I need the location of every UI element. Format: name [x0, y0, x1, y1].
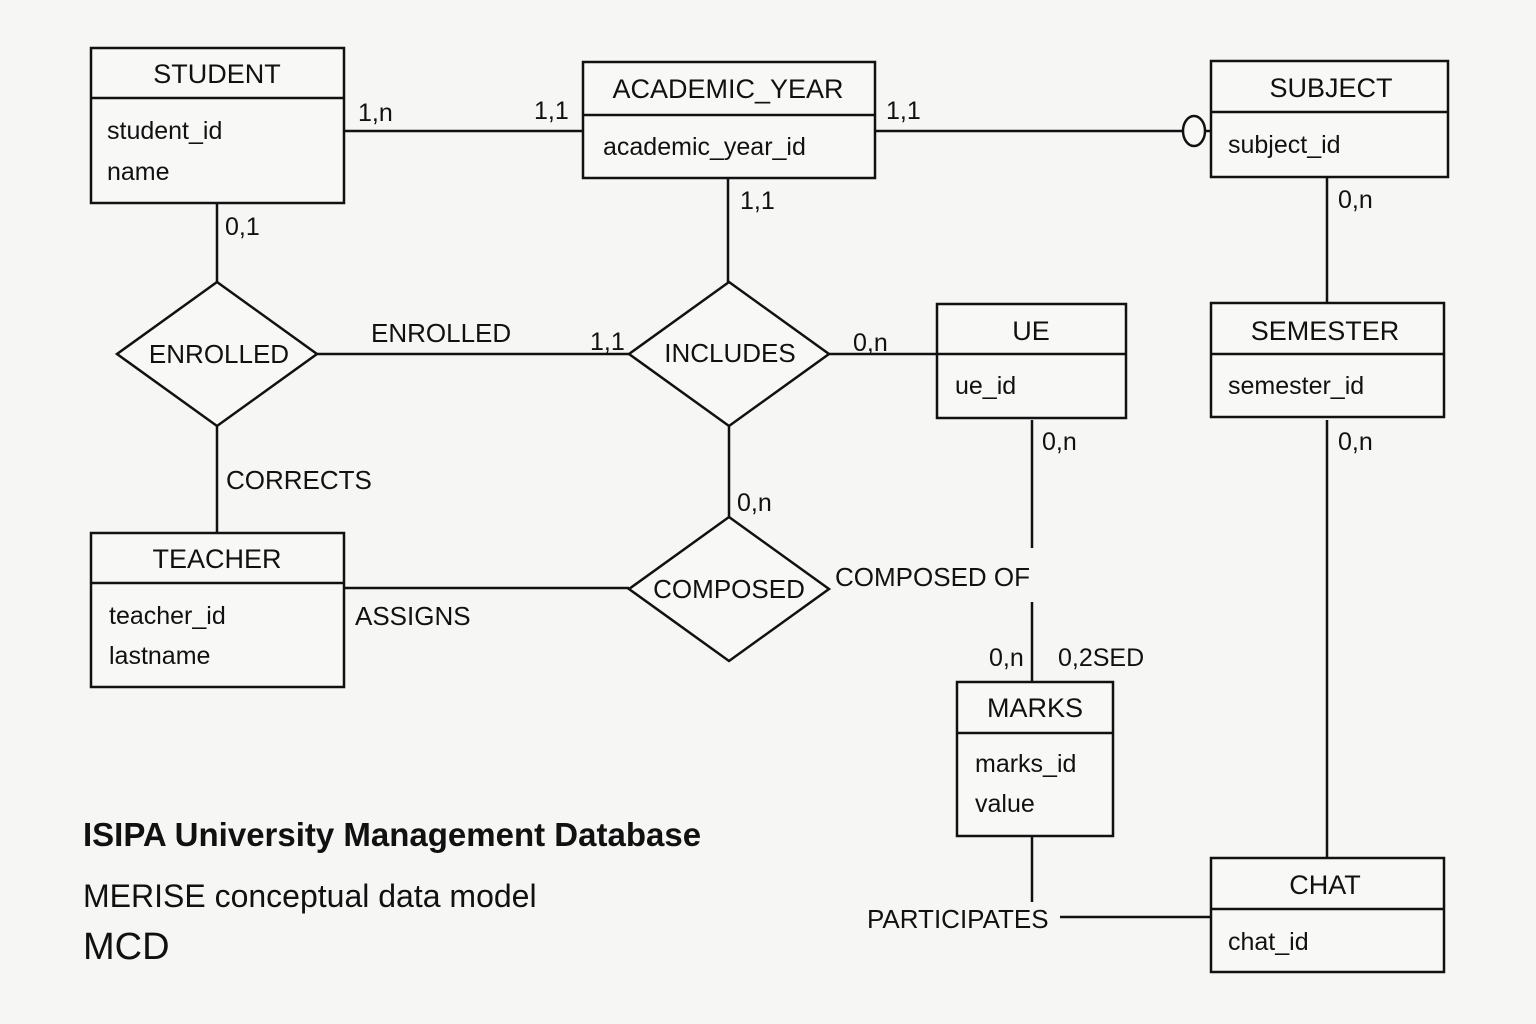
cardinality-label: 0,n [989, 644, 1024, 672]
diagram-caption-title: ISIPA University Management Database [83, 816, 702, 853]
entity-title: ACADEMIC_YEAR [612, 74, 843, 104]
relationship-enrolled: ENROLLED [114, 280, 320, 428]
link-label-corrects: CORRECTS [226, 465, 372, 495]
entity-teacher: TEACHER teacher_id lastname [89, 531, 346, 689]
entity-attribute: semester_id [1228, 372, 1364, 400]
connectors [215, 114, 1329, 919]
cardinality-label: 0,n [1338, 186, 1373, 214]
entity-attribute: value [975, 790, 1035, 818]
entity-attribute: ue_id [955, 372, 1016, 400]
label-backdrop [866, 902, 1060, 936]
entity-title: CHAT [1289, 870, 1361, 900]
entity-box [1209, 301, 1446, 419]
entity-marks: MARKS marks_id value [955, 680, 1115, 838]
cardinality-label: 1,1 [740, 187, 775, 215]
cardinality-label: 1,1 [590, 328, 625, 356]
entity-attribute: teacher_id [109, 602, 226, 630]
label-backdrop [832, 556, 1042, 598]
entity-box [581, 60, 877, 180]
entity-box [935, 302, 1128, 420]
entity-box [1209, 59, 1450, 179]
entity-subject: SUBJECT subject_id [1209, 59, 1450, 179]
relationship-label: COMPOSED [653, 574, 805, 604]
diagram-caption-abbreviation: MCD [83, 926, 170, 968]
cardinality-label: 0,2SED [1058, 644, 1144, 672]
cardinality-label: 0,n [737, 489, 772, 517]
entity-title: MARKS [987, 693, 1083, 723]
link-label-participates: PARTICIPATES [867, 904, 1049, 934]
diagram-caption-subtitle: MERISE conceptual data model [83, 878, 537, 914]
entity-box [89, 531, 346, 689]
entity-title: SUBJECT [1269, 73, 1392, 103]
relationship-diamond [626, 515, 832, 663]
label-backdrop [986, 642, 1030, 674]
entity-title: TEACHER [152, 544, 281, 574]
cardinality-label: 0,n [853, 329, 888, 357]
entity-ue: UE ue_id [935, 302, 1128, 420]
entity-box [1209, 856, 1446, 974]
zero-optional-marker [1181, 114, 1207, 148]
entity-attribute: lastname [109, 642, 210, 670]
relationship-diamond [114, 280, 320, 428]
relationship-label: ENROLLED [149, 339, 289, 369]
cardinality-label: 0,n [1042, 428, 1077, 456]
entity-semester: SEMESTER semester_id [1209, 301, 1446, 419]
entity-attribute: chat_id [1228, 928, 1309, 956]
cardinality-label: 0,n [1338, 428, 1373, 456]
cardinality-label: 0,1 [225, 213, 260, 241]
entity-title: SEMESTER [1251, 316, 1400, 346]
relationship-composed: COMPOSED [626, 515, 832, 663]
relationship-includes: INCLUDES [626, 280, 832, 428]
entity-attribute: name [107, 158, 170, 186]
entity-student: STUDENT student_id name [89, 46, 346, 205]
entity-attribute: student_id [107, 117, 222, 145]
link-label-composed-of: COMPOSED OF [835, 562, 1030, 592]
entity-title: UE [1012, 316, 1050, 346]
cardinality-label: 1,n [358, 99, 393, 127]
entity-title: STUDENT [153, 59, 281, 89]
cardinality-label: 1,1 [534, 97, 569, 125]
entity-box [955, 680, 1115, 838]
entity-academic-year: ACADEMIC_YEAR academic_year_id [581, 60, 877, 180]
cardinality-label: 1,1 [886, 97, 921, 125]
entity-attribute: academic_year_id [603, 133, 806, 161]
link-label-enrolled: ENROLLED [371, 318, 511, 348]
entity-chat: CHAT chat_id [1209, 856, 1446, 974]
relationship-label: INCLUDES [664, 338, 795, 368]
entity-box [89, 46, 346, 205]
relationship-diamond [626, 280, 832, 428]
link-label-assigns: ASSIGNS [355, 601, 471, 631]
entity-attribute: marks_id [975, 750, 1076, 778]
entity-attribute: subject_id [1228, 131, 1341, 159]
